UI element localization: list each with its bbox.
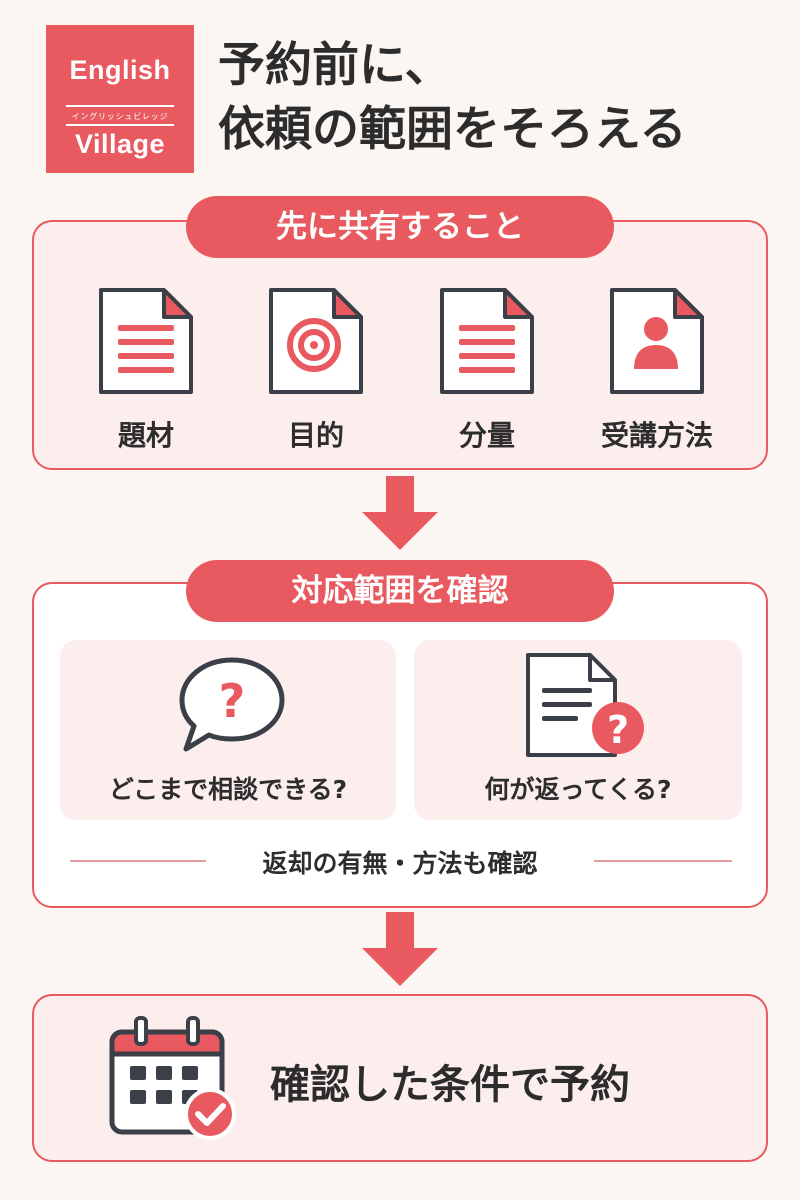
svg-text:?: ?	[607, 708, 629, 752]
logo-rule-bottom	[66, 124, 174, 126]
person-document-icon	[610, 288, 704, 394]
item-label-amount: 分量	[458, 419, 515, 452]
question-bubble-icon: ?	[179, 657, 285, 752]
logo-line2: Village	[74, 129, 166, 159]
document-lines-icon	[440, 288, 534, 394]
item-label-subject: 題材	[117, 419, 174, 452]
check-scope-heading: 対応範囲を確認	[186, 560, 614, 622]
title-line2: 依頼の範囲をそろえる	[218, 102, 687, 157]
logo-katakana: イングリッシュビレッジ	[71, 112, 169, 121]
arrow-down-icon	[362, 476, 438, 550]
return-method-note: 返却の有無・方法も確認	[262, 849, 538, 878]
page-title: 予約前に、 依頼の範囲をそろえる	[218, 34, 687, 162]
book-with-confirmed-terms: 確認した条件で予約	[270, 1062, 630, 1108]
divider-right	[594, 860, 732, 862]
target-icon	[269, 288, 363, 394]
logo-rule-top	[66, 105, 174, 107]
document-lines-icon	[99, 288, 193, 394]
english-village-logo: English イングリッシュビレッジ Village	[46, 25, 194, 173]
calendar-check-icon	[109, 1016, 236, 1140]
share-first-heading: 先に共有すること	[186, 196, 614, 258]
arrow-down-icon	[362, 912, 438, 986]
document-question-icon: ?	[526, 653, 644, 757]
logo-line1: English	[69, 55, 171, 85]
divider-left	[70, 860, 206, 862]
item-label-lesson-method: 受講方法	[600, 419, 713, 452]
title-line1: 予約前に、	[218, 38, 452, 93]
svg-text:?: ?	[219, 674, 246, 728]
item-label-purpose: 目的	[287, 419, 344, 452]
deliverable-label: 何が返ってくる?	[484, 775, 672, 804]
consult-scope-label: どこまで相談できる?	[108, 775, 348, 804]
